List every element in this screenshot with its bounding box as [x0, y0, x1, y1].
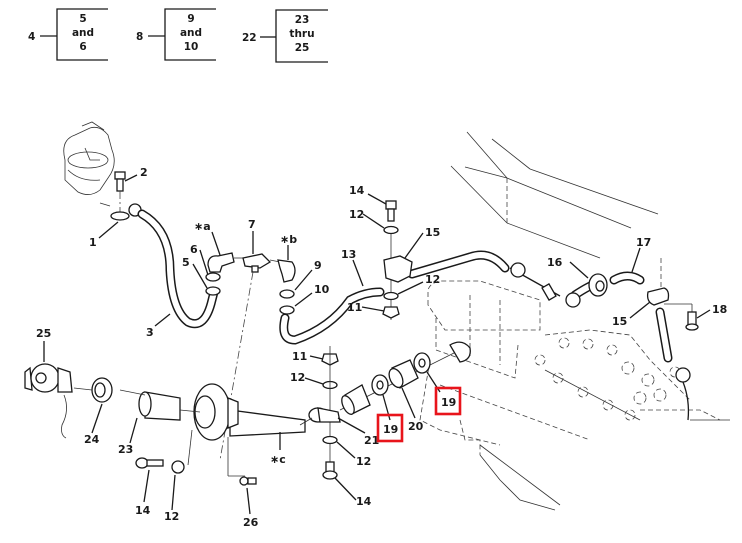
legend-ref: 8 — [136, 31, 143, 43]
callout-10: 10 — [314, 283, 330, 296]
callout-12: 12 — [349, 208, 364, 221]
part-11-nut — [382, 306, 400, 319]
highlight-callout-19-right[interactable]: 19 — [434, 386, 462, 416]
part-14-bolt-lower — [135, 457, 164, 469]
part-23-insert — [138, 391, 181, 421]
callout-26: 26 — [243, 516, 259, 529]
hose-3 — [137, 209, 219, 329]
callout-25: 25 — [36, 327, 51, 340]
legend-line: 25 — [295, 42, 310, 54]
legend-ref: 4 — [28, 31, 35, 43]
highlight-callout-19-left[interactable]: 19 — [376, 413, 404, 443]
callout-1: 1 — [89, 236, 97, 249]
callout-18: 18 — [712, 303, 727, 316]
part-19-nut-left — [371, 374, 389, 396]
part-26-screw — [239, 476, 257, 486]
callout-3: 3 — [146, 326, 154, 339]
fuel-line — [509, 262, 605, 308]
injection-port — [449, 341, 471, 363]
legend-group-8: 8 9 and 10 — [136, 8, 216, 61]
callout-14: 14 — [135, 504, 151, 517]
part-14-bolt-top — [385, 200, 397, 222]
part-9-washer — [279, 289, 295, 299]
hose-c — [229, 409, 313, 437]
callout-23: 23 — [118, 443, 133, 456]
part-21-clamp — [308, 407, 341, 423]
callout-17: 17 — [636, 236, 651, 249]
callout-star-c: ∗c — [270, 453, 286, 466]
sleeve-tube — [341, 384, 371, 415]
callout-15: 15 — [612, 315, 627, 328]
callout-7: 7 — [248, 218, 256, 231]
part-20-sleeve — [388, 359, 419, 389]
legend-group-22: 22 23 thru 25 — [242, 9, 328, 63]
highlight-box — [434, 386, 462, 416]
callout-11: 11 — [292, 350, 307, 363]
callout-5: 5 — [182, 256, 190, 269]
part-b-elbow — [277, 259, 296, 283]
part-6-washer — [205, 272, 221, 282]
legend-line: 10 — [184, 41, 199, 53]
callout-star-b: ∗b — [280, 233, 297, 246]
part-16-fitting — [588, 273, 608, 297]
callout-12: 12 — [425, 273, 440, 286]
part-12-washer — [383, 225, 399, 235]
part-17-hose — [609, 271, 645, 285]
part-5-washer — [205, 286, 221, 296]
callout-16: 16 — [547, 256, 563, 269]
part-10-washer — [279, 305, 295, 315]
injector-bolts — [534, 337, 681, 421]
part-14-bolt-bottom — [322, 461, 338, 480]
part-12-washer — [171, 460, 185, 474]
part-7-tee — [242, 253, 272, 273]
part-a-elbow — [207, 252, 235, 273]
hose-13 — [279, 250, 510, 345]
part-2-bolt — [114, 171, 126, 192]
part-19-nut-right — [413, 352, 431, 374]
callout-12: 12 — [356, 455, 371, 468]
callout-labels: 2 1 3 6 5 ∗a 7 ∗b 9 10 13 14 12 15 12 11… — [36, 166, 727, 529]
connector-flange — [193, 383, 239, 441]
part-12-washer — [383, 291, 399, 301]
callout-19: 19 — [383, 423, 398, 436]
callout-11: 11 — [347, 301, 362, 314]
part-15-clamp — [383, 255, 413, 283]
engine-outline — [419, 131, 730, 511]
callout-19: 19 — [441, 396, 456, 409]
legend-line: 6 — [79, 41, 86, 53]
highlight-box — [376, 413, 404, 443]
part-12-washer — [322, 435, 338, 445]
callout-2: 2 — [140, 166, 148, 179]
part-1-banjo — [99, 202, 142, 221]
legend-line: and — [180, 27, 202, 39]
callout-15: 15 — [425, 226, 440, 239]
part-18-screw — [685, 311, 699, 331]
callout-6: 6 — [190, 243, 198, 256]
callout-12: 12 — [164, 510, 179, 523]
part-25-cap — [24, 363, 73, 439]
callout-14: 14 — [356, 495, 372, 508]
legend-line: 23 — [295, 14, 310, 26]
callout-20: 20 — [408, 420, 424, 433]
legend-group-4: 4 5 and 6 — [28, 8, 108, 61]
part-24-nut — [91, 377, 113, 403]
legend-line: 5 — [79, 13, 86, 25]
callout-9: 9 — [314, 259, 322, 272]
legend-ref: 22 — [242, 32, 257, 44]
fuel-pump — [63, 121, 115, 195]
callout-24: 24 — [84, 433, 100, 446]
callout-21: 21 — [364, 434, 379, 447]
legend-line: and — [72, 27, 94, 39]
callout-14: 14 — [349, 184, 365, 197]
legend-line: 9 — [187, 13, 194, 25]
legend-line: thru — [289, 28, 314, 40]
callout-star-a: ∗a — [194, 220, 211, 233]
part-15-clamp-right — [646, 258, 693, 421]
callout-12: 12 — [290, 371, 305, 384]
callout-13: 13 — [341, 248, 356, 261]
